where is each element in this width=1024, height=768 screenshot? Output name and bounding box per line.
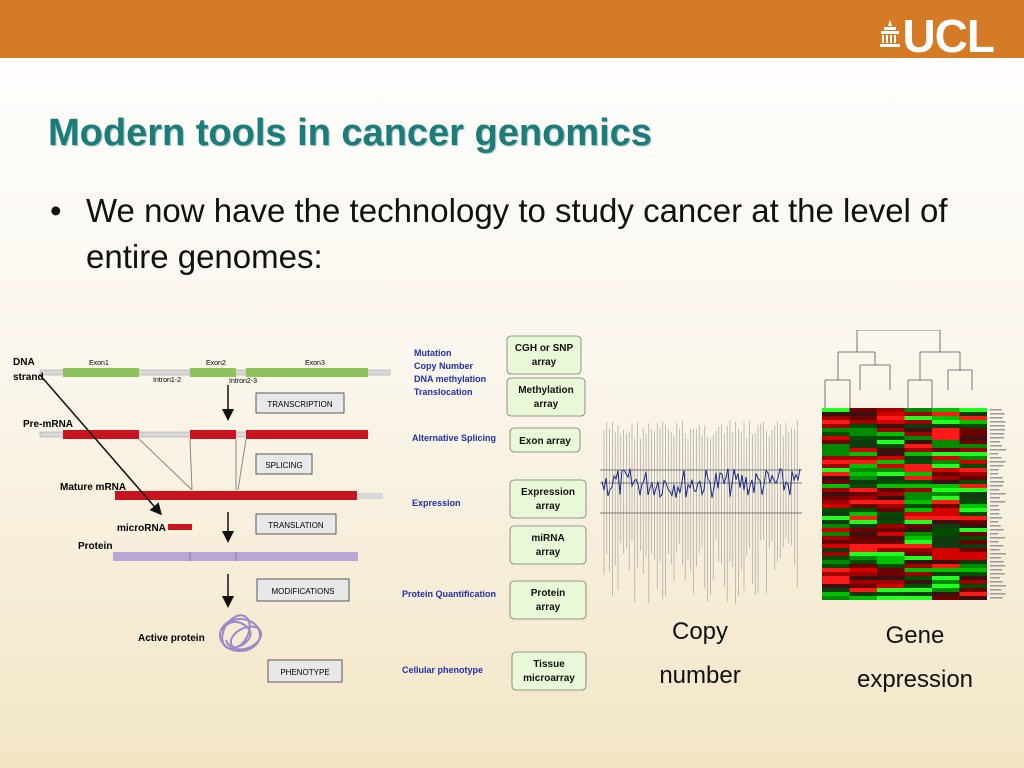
copy-number-plot (600, 420, 802, 604)
header-bar: UCL (0, 0, 1024, 62)
mature-mrna-label: Mature mRNA (60, 482, 126, 493)
array-tissue: Tissue microarray (511, 651, 587, 691)
svg-text:array: array (534, 399, 559, 410)
svg-text:microarray: microarray (523, 673, 575, 684)
step-phenotype: PHENOTYPE (267, 659, 343, 683)
svg-text:miRNA: miRNA (531, 533, 564, 544)
array-mirna: miRNA array (509, 525, 587, 565)
event-expression: Expression (412, 498, 461, 508)
exon-block (190, 368, 236, 377)
svg-text:PHENOTYPE: PHENOTYPE (280, 668, 329, 677)
svg-text:Tissue: Tissue (533, 659, 565, 670)
slide-title: Modern tools in cancer genomics (48, 112, 652, 154)
gene-caption-line1: Gene (885, 622, 945, 649)
step-modifications: MODIFICATIONS (256, 578, 350, 602)
step-translation: TRANSLATION (255, 513, 337, 535)
ucl-logo: UCL (880, 10, 995, 62)
svg-text:SPLICING: SPLICING (265, 461, 302, 470)
pre-mrna-exon (190, 430, 236, 439)
protein-label: Protein (78, 541, 112, 552)
portico-icon (880, 20, 901, 47)
svg-text:array: array (536, 501, 561, 512)
gene-caption-line2: expression (856, 666, 974, 693)
event-translocation: Translocation (414, 387, 473, 397)
exon-block (63, 368, 139, 377)
exon1-label: Exon1 (89, 360, 109, 367)
svg-text:MODIFICATIONS: MODIFICATIONS (272, 587, 335, 596)
copy-caption-line1: Copy (671, 618, 729, 645)
pre-mrna-label: Pre-mRNA (23, 419, 73, 430)
exon-block (246, 368, 368, 377)
event-mutation: Mutation (414, 348, 452, 358)
intron23-label: Intron2-3 (229, 378, 257, 385)
gene-expression-heatmap (822, 330, 1006, 600)
copy-caption-line2: number (659, 662, 741, 689)
gene-expression-caption: Gene expression (840, 614, 990, 702)
bullet-text: We now have the technology to study canc… (86, 192, 948, 275)
step-splicing: SPLICING (255, 453, 313, 475)
mature-mrna (115, 491, 357, 500)
event-dna-methylation: DNA methylation (414, 374, 486, 384)
svg-text:TRANSLATION: TRANSLATION (268, 521, 324, 530)
bullet-dot-icon: • (50, 192, 62, 229)
event-copy-number: Copy Number (414, 361, 474, 371)
svg-text:Exon array: Exon array (519, 436, 571, 447)
array-exon: Exon array (509, 427, 581, 453)
svg-text:array: array (536, 547, 561, 558)
array-expression: Expression array (509, 479, 587, 519)
event-cellular-phenotype: Cellular phenotype (402, 665, 483, 675)
copy-number-caption: Copy number (630, 610, 770, 698)
microrna-label: microRNA (117, 523, 166, 534)
array-cgh-snp: CGH or SNP array (506, 335, 582, 375)
pre-mrna-exon (63, 430, 139, 439)
array-methylation: Methylation array (506, 377, 586, 417)
exon3-label: Exon3 (305, 360, 325, 367)
svg-text:Expression: Expression (521, 487, 575, 498)
active-protein-label: Active protein (138, 633, 205, 644)
exon2-label: Exon2 (206, 360, 226, 367)
event-alternative-splicing: Alternative Splicing (412, 433, 496, 443)
step-transcription: TRANSCRIPTION (255, 392, 345, 414)
svg-text:Methylation: Methylation (518, 385, 574, 396)
svg-text:TRANSCRIPTION: TRANSCRIPTION (267, 400, 333, 409)
microrna-bar (168, 524, 192, 530)
pre-mrna-exon (246, 430, 368, 439)
logo-text: UCL (902, 10, 995, 62)
dna-label: DNA (13, 357, 35, 368)
svg-text:array: array (536, 602, 561, 613)
event-protein-quantification: Protein Quantification (402, 589, 496, 599)
strand-label: strand (13, 372, 44, 383)
svg-text:CGH or SNP: CGH or SNP (515, 343, 574, 354)
svg-text:Protein: Protein (531, 588, 565, 599)
central-dogma-diagram: DNA strand Exon1 Exon2 Exon3 Intron1-2 I… (13, 335, 587, 691)
active-protein-icon (219, 614, 263, 652)
array-protein: Protein array (509, 580, 587, 620)
intron12-label: Intron1-2 (153, 377, 181, 384)
svg-text:array: array (532, 357, 557, 368)
